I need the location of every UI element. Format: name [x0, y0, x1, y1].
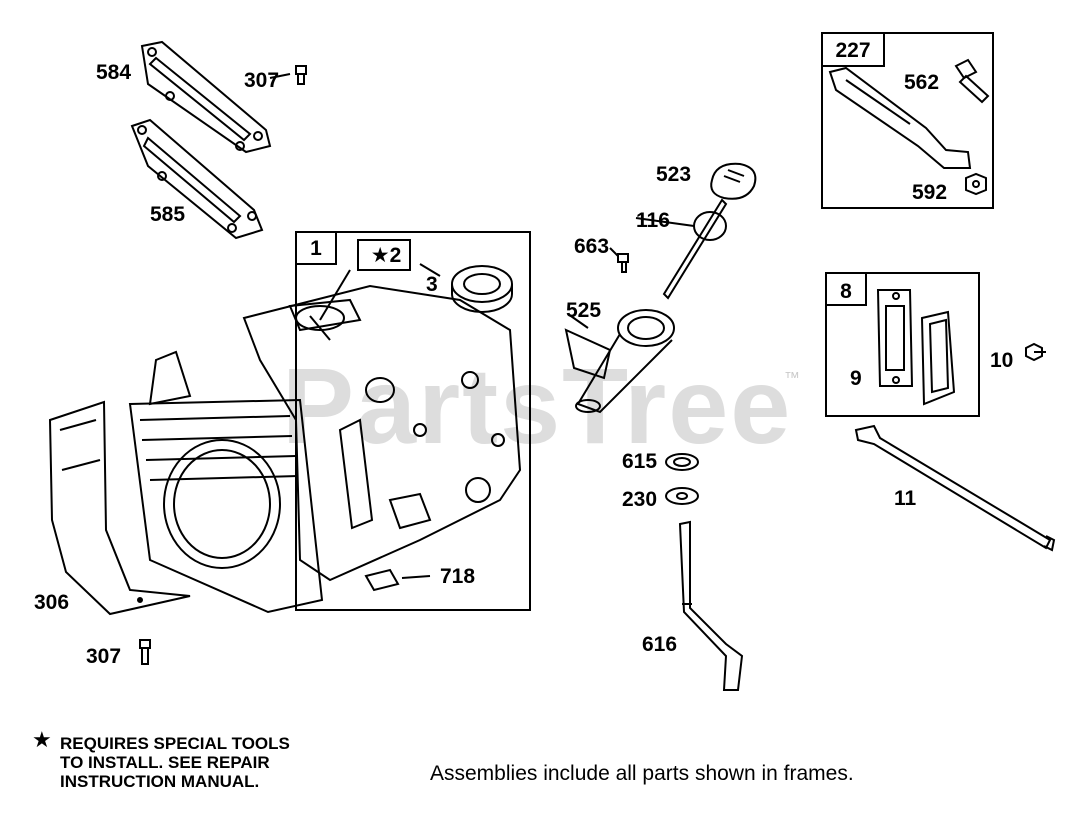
- callout-9: 9: [850, 367, 862, 390]
- callout-585: 585: [150, 203, 186, 226]
- label-box-1: [295, 231, 337, 265]
- callout-2: ★2: [370, 244, 402, 267]
- note-line-1: REQUIRES SPECIAL TOOLS: [60, 734, 290, 753]
- star-icon: ★: [370, 244, 390, 267]
- callout-11: 11: [894, 487, 917, 510]
- callout-663: 663: [574, 235, 610, 258]
- assemblies-caption: Assemblies include all parts shown in fr…: [430, 762, 854, 785]
- bracket-227: [828, 66, 972, 169]
- air-shield-306: [48, 400, 191, 616]
- frame-assembly-227: [821, 32, 994, 209]
- callout-1: 1: [310, 237, 322, 260]
- nut-592: [965, 172, 987, 196]
- callout-116: 116: [636, 209, 670, 232]
- star-icon: ★: [32, 727, 52, 752]
- callout-8: 8: [840, 280, 852, 303]
- frame-assembly-8: [825, 272, 980, 417]
- callout-592: 592: [912, 181, 948, 204]
- tube-11: [854, 424, 1056, 552]
- callout-10: 10: [990, 349, 1014, 372]
- dipstick-rod: [662, 198, 728, 300]
- dowel-pin-718: [364, 568, 431, 592]
- gasket-9: [876, 289, 914, 387]
- note-line-3: INSTRUCTION MANUAL.: [60, 772, 260, 791]
- gasket-585: [130, 118, 264, 240]
- bolt-307-bottom: [139, 639, 151, 665]
- callout-562: 562: [904, 71, 940, 94]
- leader-lines: [269, 73, 695, 329]
- screw-10: [1025, 342, 1046, 362]
- note-line-2: TO INSTALL. SEE REPAIR: [60, 753, 270, 772]
- fill-tube-525: [564, 309, 675, 414]
- dipstick-616: [678, 520, 744, 691]
- callout-3: 3: [426, 273, 438, 296]
- bolt-307-top: [295, 65, 307, 85]
- label-box-2: [357, 239, 411, 271]
- seal-615: [665, 453, 699, 471]
- oil-seal-3: [451, 265, 513, 313]
- callout-525: 525: [566, 299, 602, 322]
- label-box-8: [825, 272, 867, 306]
- washer-230: [665, 487, 699, 505]
- callout-230: 230: [622, 488, 658, 511]
- bolt-562: [954, 58, 990, 104]
- callout-718: 718: [440, 565, 476, 588]
- frame-assembly-1: [295, 231, 531, 611]
- oil-cap-523: [710, 162, 757, 200]
- gasket-584: [140, 40, 272, 154]
- exhaust-cover: [920, 310, 956, 406]
- cylinder-block: [128, 269, 522, 614]
- callout-306: 306: [34, 591, 70, 614]
- callout-615: 615: [622, 450, 658, 473]
- watermark-trademark: ™: [784, 370, 800, 387]
- callout-307-top: 307: [244, 69, 280, 92]
- callout-523: 523: [656, 163, 692, 186]
- callout-307-bottom: 307: [86, 645, 122, 668]
- callout-616: 616: [642, 633, 678, 656]
- label-box-227: [821, 32, 885, 67]
- screw-663: [617, 253, 629, 273]
- special-tools-note: REQUIRES SPECIAL TOOLS TO INSTALL. SEE R…: [60, 734, 290, 791]
- callout-584: 584: [96, 61, 132, 84]
- watermark: PartsTree: [282, 345, 793, 466]
- callout-227: 227: [835, 39, 871, 62]
